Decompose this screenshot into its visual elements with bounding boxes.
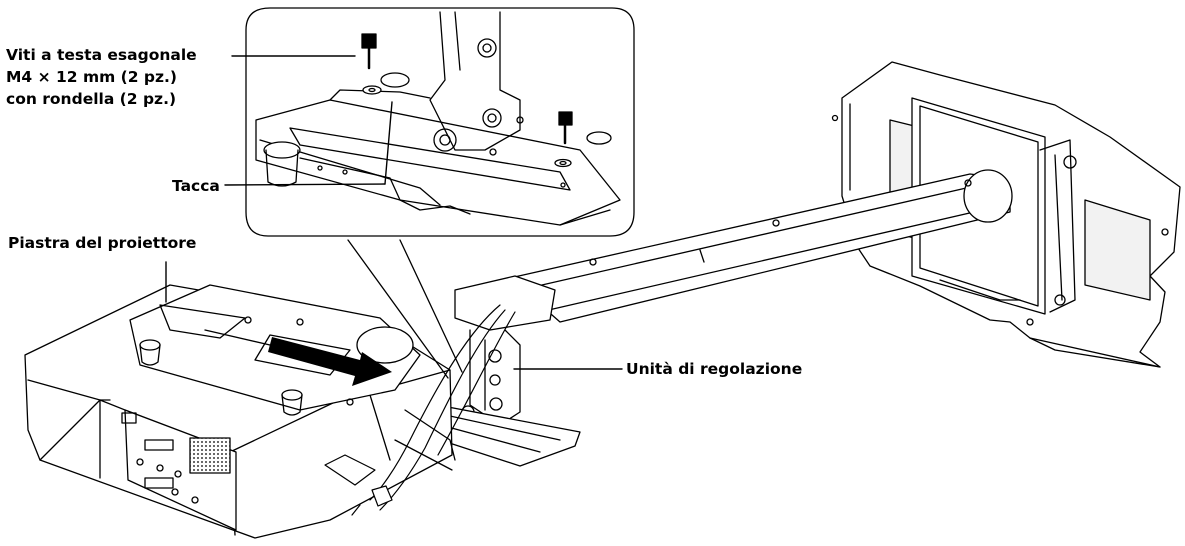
label-hex-screws: Viti a testa esagonale M4 × 12 mm (2 pz.…	[6, 44, 197, 110]
label-projector-plate: Piastra del proiettore	[8, 234, 197, 252]
label-hex-screws-line2: M4 × 12 mm (2 pz.)	[6, 68, 178, 86]
adjustment-unit	[454, 275, 556, 427]
label-hex-screws-line1: Viti a testa esagonale	[6, 46, 197, 64]
cables	[324, 304, 516, 516]
slide-arrow	[268, 337, 392, 386]
detail-callout	[245, 7, 635, 379]
label-notch: Tacca	[172, 177, 220, 195]
leader-lines	[165, 55, 623, 370]
label-hex-screws-line3: con rondella (2 pz.)	[6, 90, 177, 108]
extension-arm	[509, 169, 1013, 323]
label-adjustment-unit: Unità di regolazione	[626, 360, 803, 378]
